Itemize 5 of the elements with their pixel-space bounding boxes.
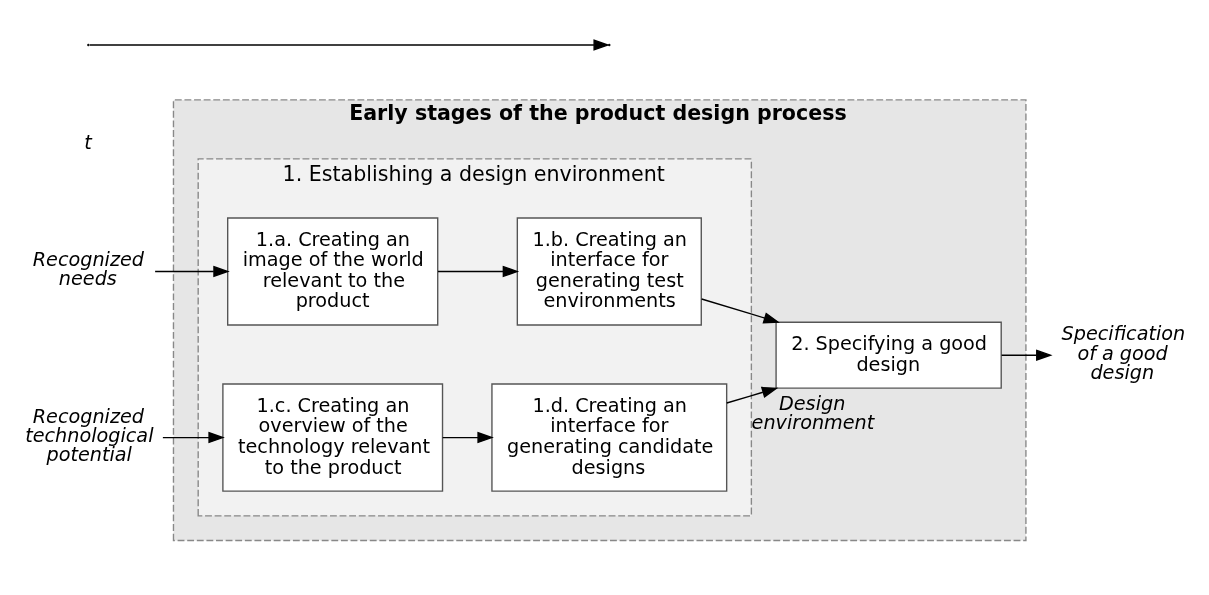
node-text: Recognized needs [32,247,145,290]
node-text: Specification of a good design [1061,321,1186,384]
node-text: Recognized technological potential [25,404,154,466]
edge-label: Design environment [751,391,875,434]
label: t [84,130,92,154]
